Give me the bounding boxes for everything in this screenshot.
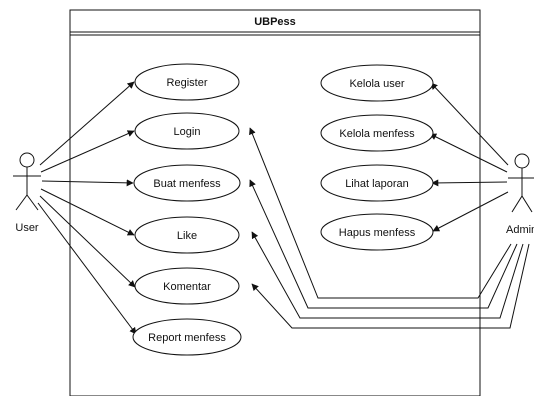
actor-admin-label: Admin bbox=[506, 224, 534, 236]
use-case-report-menfess: Report menfess bbox=[132, 318, 242, 356]
edge-user-login bbox=[40, 130, 135, 173]
admin-associations bbox=[249, 82, 530, 329]
use-case-lihat-laporan-shape bbox=[320, 164, 434, 202]
use-case-hapus-menfess-label: Hapus menfess bbox=[339, 227, 416, 239]
use-case-kelola-menfess-shape bbox=[320, 114, 434, 152]
use-case-login: Login bbox=[134, 112, 240, 150]
edge-user-register bbox=[39, 81, 135, 166]
use-case-kelola-menfess-label: Kelola menfess bbox=[339, 128, 415, 140]
use-case-register-label: Register bbox=[167, 77, 208, 89]
use-case-lihat-laporan: Lihat laporan bbox=[320, 164, 434, 202]
edge-user-komentar bbox=[39, 195, 136, 288]
use-case-like-label: Like bbox=[177, 230, 197, 242]
actor-admin: Admin bbox=[506, 153, 534, 236]
actor-user-head bbox=[19, 152, 35, 168]
use-case-lihat-laporan-label: Lihat laporan bbox=[345, 178, 409, 190]
use-case-hapus-menfess-shape bbox=[320, 213, 434, 251]
use-case-login-label: Login bbox=[174, 126, 201, 138]
actor-admin-leg-right bbox=[521, 195, 533, 213]
edge-admin-hapus-menfess bbox=[432, 191, 509, 232]
edge-user-buat-menfess bbox=[41, 179, 134, 187]
edge-admin-lihat-laporan bbox=[431, 179, 508, 187]
use-case-kelola-menfess: Kelola menfess bbox=[320, 114, 434, 152]
edge-user-like bbox=[40, 188, 135, 236]
edge-admin-komentar bbox=[251, 243, 530, 329]
actor-user-leg-left bbox=[15, 194, 28, 211]
system-title: UBPess bbox=[254, 16, 296, 28]
use-case-register-shape bbox=[134, 63, 240, 101]
user-associations bbox=[37, 81, 137, 335]
use-case-report-menfess-shape bbox=[132, 318, 242, 356]
use-case-report-menfess-label: Report menfess bbox=[148, 332, 226, 344]
use-case-register: Register bbox=[134, 63, 240, 101]
use-case-komentar-shape bbox=[134, 267, 240, 305]
use-case-komentar: Komentar bbox=[134, 267, 240, 305]
use-case-kelola-user: Kelola user bbox=[320, 64, 434, 102]
edge-admin-buat-menfess bbox=[249, 179, 518, 309]
edge-admin-kelola-user bbox=[430, 82, 509, 166]
use-case-buat-menfess-shape bbox=[133, 164, 241, 202]
actor-user: User bbox=[13, 152, 41, 234]
actor-admin-leg-left bbox=[511, 195, 523, 213]
use-case-buat-menfess: Buat menfess bbox=[133, 164, 241, 202]
actor-user-leg-right bbox=[26, 194, 39, 211]
edge-admin-kelola-menfess bbox=[429, 133, 508, 173]
system-boundary: UBPess bbox=[69, 9, 481, 396]
edge-admin-login bbox=[249, 127, 512, 299]
use-case-login-shape bbox=[134, 112, 240, 150]
use-case-like: Like bbox=[134, 216, 240, 254]
use-case-like-shape bbox=[134, 216, 240, 254]
use-case-hapus-menfess: Hapus menfess bbox=[320, 213, 434, 251]
edge-user-report-menfess bbox=[37, 202, 137, 335]
edge-admin-like bbox=[251, 231, 524, 319]
actor-user-label: User bbox=[15, 222, 39, 234]
use-case-kelola-user-label: Kelola user bbox=[349, 78, 404, 90]
system-boundary-box bbox=[69, 9, 481, 396]
use-case-kelola-user-shape bbox=[320, 64, 434, 102]
actor-admin-head bbox=[514, 153, 530, 169]
use-case-buat-menfess-label: Buat menfess bbox=[153, 178, 221, 190]
use-case-komentar-label: Komentar bbox=[163, 281, 211, 293]
